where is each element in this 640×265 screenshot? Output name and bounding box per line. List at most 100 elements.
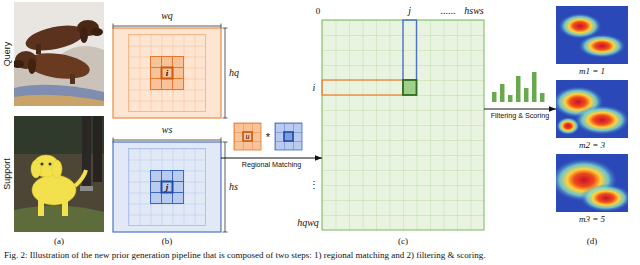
- node-label: m2 = 3: [579, 141, 605, 150]
- support-feature-grid: [223, 142, 228, 232]
- operator-symbol: *: [266, 131, 270, 142]
- support-feature-grid: wshsj: [113, 142, 221, 232]
- support-photo: [62, 198, 68, 216]
- score-bars: [492, 92, 497, 102]
- score-bars: [540, 93, 545, 102]
- query-photo: [14, 85, 104, 106]
- similarity-matrix: [403, 20, 417, 80]
- node-label: j: [166, 183, 169, 192]
- similarity-matrix: 0j......hswsi⋮hqwq: [322, 20, 484, 230]
- query-feature-grid: [151, 57, 184, 90]
- query-photo: [36, 44, 41, 54]
- node-label: 0: [316, 7, 321, 16]
- region-kernel: u: [234, 123, 261, 150]
- score-bars: [508, 95, 513, 102]
- node-label: wq: [161, 11, 173, 21]
- node-label: hsws: [464, 6, 483, 16]
- score-bars: [492, 72, 545, 102]
- prior-heatmap: [556, 154, 628, 212]
- similarity-matrix: [322, 20, 484, 230]
- edge-label: Filtering & Scoring: [490, 112, 551, 119]
- prior-heatmap: [578, 34, 626, 58]
- node-label: hs: [229, 182, 238, 192]
- query-photo: [80, 27, 88, 43]
- support-photo: [41, 163, 44, 166]
- query-feature-grid: [129, 35, 206, 112]
- prior-heatmap: [574, 105, 628, 135]
- support-photo: [80, 186, 93, 191]
- query-feature-grid: wqhqi: [113, 28, 221, 118]
- prior-heatmap: [556, 6, 628, 64]
- node-label: m1 = 1: [579, 67, 605, 76]
- query-photo: [14, 2, 104, 106]
- region-kernels: [275, 123, 302, 150]
- node-label: ......: [441, 6, 456, 16]
- support-feature-grid: [162, 182, 173, 193]
- query-photo: [14, 60, 24, 68]
- support-photo: [49, 163, 52, 166]
- region-kernels: [234, 123, 261, 150]
- score-bars: [516, 76, 521, 102]
- edge-label: Regional Matching: [241, 161, 303, 168]
- region-kernels: [234, 123, 261, 150]
- query-feature-grid: [113, 24, 228, 119]
- node-label: m3 = 5: [579, 215, 605, 224]
- node-label: ws: [162, 125, 173, 135]
- node-label: i: [166, 69, 169, 78]
- similarity-matrix: [322, 20, 484, 230]
- score-bars: [500, 84, 505, 102]
- prior-heatmap: [556, 117, 580, 135]
- support-photo: [93, 116, 102, 182]
- query-photo: [14, 95, 104, 106]
- query-photo: [23, 21, 86, 55]
- support-feature-grid: [113, 138, 221, 143]
- query-feature-grid: [223, 28, 228, 118]
- support-feature-grid: [151, 171, 184, 204]
- support-photo: [14, 205, 104, 232]
- query-image: Query: [14, 2, 104, 106]
- node-label: Support: [3, 158, 12, 190]
- score-bars: [524, 88, 529, 102]
- panel-label: (a): [54, 237, 64, 246]
- node-label: Query: [3, 42, 12, 67]
- score-bars: [532, 72, 537, 102]
- support-feature-grid: [129, 149, 206, 226]
- flow-arrow: [484, 109, 556, 110]
- query-photo: [70, 74, 75, 84]
- query-feature-grid: [113, 28, 221, 118]
- panel-label: (b): [162, 237, 173, 246]
- query-feature-grid: [113, 24, 221, 29]
- prior-map: m3 = 5: [556, 154, 628, 212]
- flow-arrow: [221, 158, 322, 159]
- similarity-matrix: [322, 20, 484, 230]
- region-kernels: [234, 123, 302, 150]
- prior-map: m2 = 3: [556, 80, 628, 138]
- node-label: i: [313, 83, 316, 93]
- node-label: hqwq: [297, 218, 319, 228]
- node-label: hq: [229, 68, 239, 78]
- support-image: Support: [14, 116, 104, 232]
- prior-map: m1 = 1: [556, 6, 628, 64]
- region-kernels: [284, 132, 293, 141]
- support-feature-grid: [113, 142, 221, 232]
- support-photo: [14, 116, 104, 232]
- query-photo: [14, 2, 104, 106]
- panel-label: (d): [587, 237, 598, 246]
- support-feature-grid: [113, 138, 228, 233]
- panel-label: (c): [398, 237, 408, 246]
- query-feature-grid: [162, 68, 173, 79]
- query-photo: [28, 58, 36, 74]
- query-photo: [91, 28, 103, 36]
- prior-heatmap: [580, 184, 628, 212]
- support-photo: [14, 116, 104, 232]
- support-photo: [31, 160, 41, 178]
- figure-caption: Fig. 2: Illustration of the new prior ge…: [4, 251, 485, 260]
- prior-heatmap: [556, 80, 628, 138]
- similarity-matrix: [322, 80, 403, 95]
- similarity-matrix: [403, 80, 417, 95]
- support-photo: [52, 160, 62, 178]
- support-feature-grid: [151, 171, 184, 204]
